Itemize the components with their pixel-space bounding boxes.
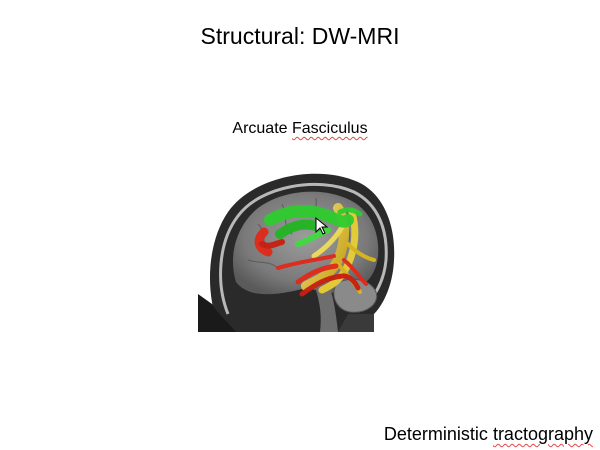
caption-prefix: Arcuate <box>232 120 292 137</box>
mri-tractography-image <box>198 164 398 332</box>
skull-outline <box>219 182 388 315</box>
cerebellum <box>333 278 378 313</box>
red-tract <box>254 227 368 297</box>
method-spellcheck-word[interactable]: tractography <box>492 424 593 444</box>
brainstem <box>316 288 338 332</box>
mouse-pointer-arrow-icon <box>315 216 329 235</box>
mri-svg <box>198 173 395 332</box>
method-label: Deterministic tractography <box>384 423 593 445</box>
method-prefix: Deterministic <box>383 424 493 444</box>
image-caption: Arcuate Fasciculus <box>0 119 600 139</box>
caption-spellcheck-word[interactable]: Fasciculus <box>292 120 368 137</box>
face-region <box>198 294 236 332</box>
slide-title: Structural: DW-MRI <box>200 23 400 49</box>
